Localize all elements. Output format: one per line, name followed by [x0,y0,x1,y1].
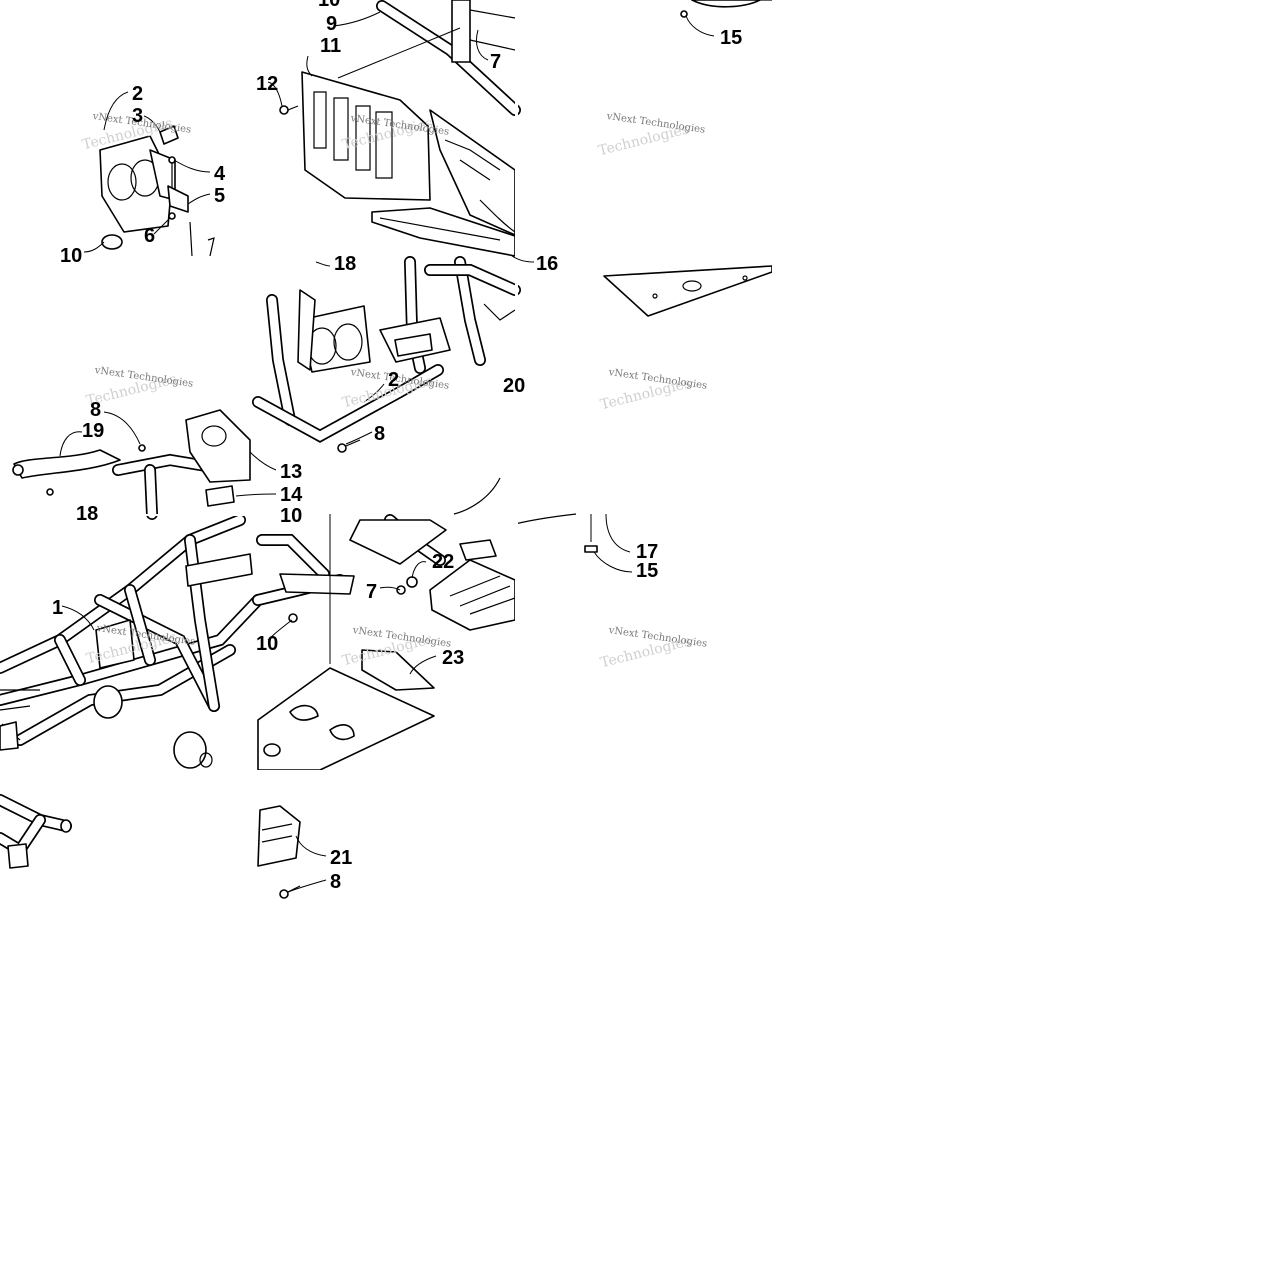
callout-label: 2 [388,369,399,391]
callout-labels: 10 9 11 7 15 2 3 12 4 5 6 10 18 16 2 20 … [52,0,742,893]
callout-label: 22 [432,551,454,573]
rear-skid-plate [257,667,435,771]
bolt-12 [279,105,299,115]
callout-label: 5 [214,185,225,207]
front-bumper-19 [13,449,121,479]
callout-label: 20 [503,375,525,397]
callout-label: 9 [326,13,337,35]
callout-label: 7 [490,51,501,73]
callout-label: 23 [442,647,464,669]
callout-label: 19 [82,420,104,442]
main-frame-1 [0,514,264,769]
callout-label: 13 [280,461,302,483]
lower-control-arm [0,794,72,869]
callout-label: 12 [256,73,278,95]
rack-bracket [451,0,471,63]
frame-gusset [95,619,135,669]
leader-lines [59,11,715,893]
callout-label: 8 [330,871,341,893]
callout-label: 15 [720,27,742,49]
callout-label: 21 [330,847,352,869]
frame-front-section [252,256,521,453]
front-skid-plate [603,265,773,317]
callout-label: 8 [90,399,101,421]
callout-label: 11 [320,35,341,57]
callout-label: 7 [366,581,377,603]
callout-label: 6 [144,225,155,247]
callout-label: 14 [280,484,303,506]
fastener-15-17 [514,513,598,553]
callout-label: 10 [60,245,82,267]
callout-label: 10 [318,0,340,11]
callout-label: 2 [132,83,143,105]
fastener-15-top [680,0,772,18]
front-grille-tile [279,0,521,257]
callout-label: 18 [334,253,356,275]
frame-mid-and-skid [252,477,516,771]
callout-label: 18 [76,503,98,525]
rack-side-plate [429,109,516,236]
footrest-21 [257,805,301,899]
callout-label: 1 [52,597,63,619]
callout-label: 4 [214,163,226,185]
headlight-assembly [99,125,215,257]
bumper-and-brackets [12,409,251,520]
callout-label: 17 [636,541,658,563]
skid-bracket-23 [361,649,435,691]
callout-label: 10 [280,505,302,527]
callout-label: 16 [536,253,558,275]
callout-label: 3 [132,105,143,127]
callout-label: 8 [374,423,385,445]
callout-label: 15 [636,560,658,582]
callout-label: 10 [256,633,278,655]
